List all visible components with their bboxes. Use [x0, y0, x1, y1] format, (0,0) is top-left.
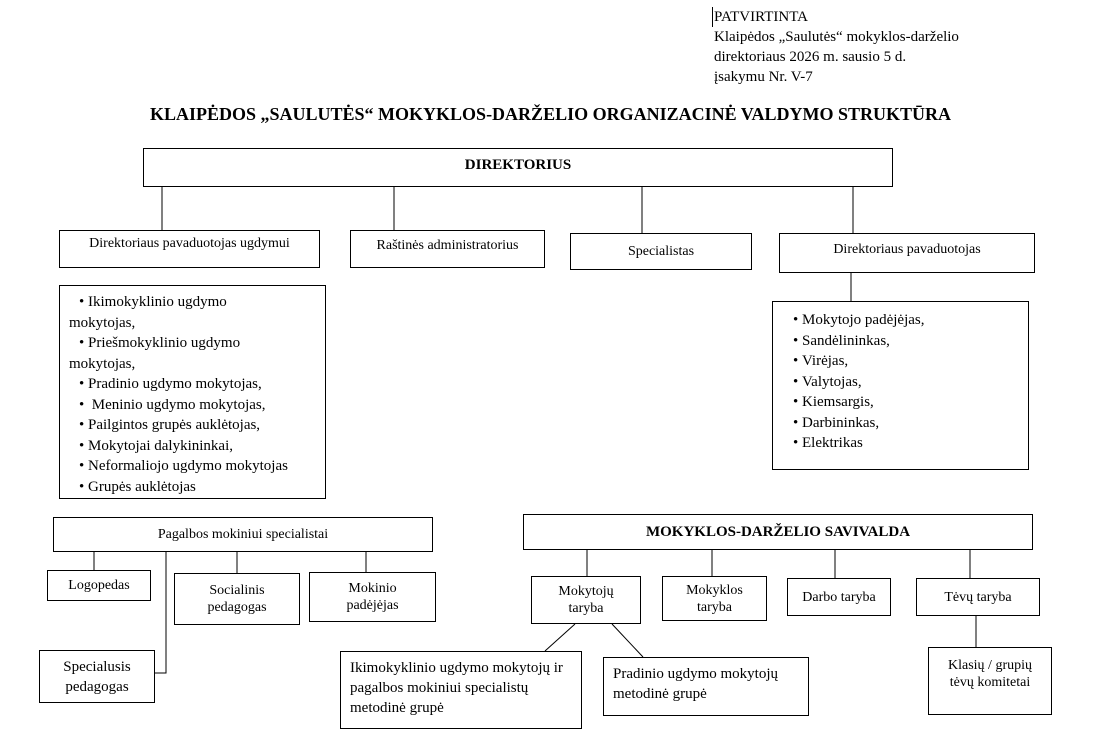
student-assistant-box: Mokinio padėjėjas — [309, 572, 436, 622]
class-committees-box: Klasių / grupių tėvų komitetai — [928, 647, 1052, 715]
connector-teachers-preschool — [544, 623, 576, 652]
list-item: •Ikimokyklinio ugdymo — [79, 294, 227, 310]
list-item: •Pradinio ugdymo mokytojas, — [79, 376, 262, 392]
page-title: KLAIPĖDOS „SAULUTĖS“ MOKYKLOS-DARŽELIO O… — [150, 104, 951, 124]
support-header-label: Pagalbos mokiniui specialistai — [157, 527, 329, 542]
approval-block: PATVIRTINTA Klaipėdos „Saulutės“ mokyklo… — [712, 7, 959, 87]
deputy-education-label: Direktoriaus pavaduotojas ugdymui — [89, 236, 290, 251]
specialist-label: Specialistas — [627, 244, 695, 259]
teacher-item-2-b: mokytojas, — [69, 355, 136, 372]
deputy-label: Direktoriaus pavaduotojas — [833, 242, 981, 257]
list-item: •Priešmokyklinio ugdymo — [79, 335, 241, 351]
connector-support-special — [155, 552, 167, 674]
special-pedagogue-box: Specialusis pedagogas — [39, 650, 155, 703]
logopedas-label: Logopedas — [68, 578, 130, 593]
list-item: •Virėjas, — [793, 353, 849, 369]
list-item: •Valytojas, — [793, 373, 862, 390]
logopedas-box: Logopedas — [47, 570, 151, 601]
student-assistant-label: Mokinio padėjėjas — [346, 581, 399, 613]
preschool-group-label: Ikimokyklinio ugdymo mokytojų ir pagalbo… — [350, 660, 563, 716]
preschool-group-box: Ikimokyklinio ugdymo mokytojų ir pagalbo… — [340, 651, 582, 729]
list-item: •Grupės auklėtojas — [79, 478, 196, 495]
list-item: •Mokytojo padėjėjas, — [793, 312, 925, 328]
school-council-box: Mokyklos taryba — [662, 576, 767, 621]
parents-council-box: Tėvų taryba — [916, 578, 1040, 616]
teacher-item-1-a: Ikimokyklinio ugdymo — [88, 294, 227, 310]
work-council-box: Darbo taryba — [787, 578, 891, 616]
teachers-council-box: Mokytojų taryba — [531, 576, 641, 624]
social-pedagogue-box: Socialinis pedagogas — [174, 573, 300, 625]
director-label: DIREKTORIUS — [464, 157, 572, 173]
specialist-box: Specialistas — [570, 233, 752, 270]
connector-teachers-primary — [611, 623, 644, 658]
self-government-header-label: MOKYKLOS-DARŽELIO SAVIVALDA — [645, 524, 911, 540]
list-item: •Sandėlininkas, — [793, 332, 890, 349]
parents-council-label: Tėvų taryba — [944, 589, 1012, 605]
approval-line-1: PATVIRTINTA — [712, 7, 959, 27]
approval-line-4: įsakymu Nr. V-7 — [714, 69, 813, 85]
special-pedagogue-label: Specialusis pedagogas — [63, 658, 131, 695]
list-item: •Mokytojai dalykininkai, — [79, 437, 233, 454]
director-box: DIREKTORIUS — [143, 148, 893, 187]
primary-group-box: Pradinio ugdymo mokytojų metodinė grupė — [603, 657, 809, 716]
list-item: •Elektrikas — [793, 435, 863, 451]
school-council-label: Mokyklos taryba — [686, 582, 743, 615]
list-item: • Meninio ugdymo mokytojas, — [79, 396, 266, 413]
list-item: •Kiemsargis, — [793, 394, 874, 410]
class-committees-label: Klasių / grupių tėvų komitetai — [948, 658, 1032, 690]
teachers-council-label: Mokytojų taryba — [558, 584, 614, 616]
list-item: •Pailgintos grupės auklėtojas, — [79, 417, 261, 433]
work-council-label: Darbo taryba — [802, 589, 876, 605]
list-item: •Darbininkas, — [793, 414, 880, 431]
teacher-item-2-a: Priešmokyklinio ugdymo — [88, 335, 241, 351]
staff-list-box: •Mokytojo padėjėjas, •Sandėlininkas, •Vi… — [772, 301, 1029, 470]
support-header-box: Pagalbos mokiniui specialistai — [53, 517, 433, 552]
office-admin-label: Raštinės administratorius — [376, 238, 519, 253]
teachers-list-box: •Ikimokyklinio ugdymo mokytojas, •Priešm… — [59, 285, 326, 499]
self-government-header-box: MOKYKLOS-DARŽELIO SAVIVALDA — [523, 514, 1033, 550]
approval-line-2: Klaipėdos „Saulutės“ mokyklos-darželio — [714, 29, 959, 45]
primary-group-label: Pradinio ugdymo mokytojų metodinė grupė — [613, 666, 778, 702]
office-admin-box: Raštinės administratorius — [350, 230, 545, 268]
social-pedagogue-label: Socialinis pedagogas — [207, 583, 267, 615]
approval-line-3: direktoriaus 2026 m. sausio 5 d. — [714, 49, 907, 65]
list-item: •Neformaliojo ugdymo mokytojas — [79, 458, 288, 474]
deputy-education-box: Direktoriaus pavaduotojas ugdymui — [59, 230, 320, 268]
teacher-item-1-b: mokytojas, — [69, 314, 136, 331]
deputy-box: Direktoriaus pavaduotojas — [779, 233, 1035, 273]
